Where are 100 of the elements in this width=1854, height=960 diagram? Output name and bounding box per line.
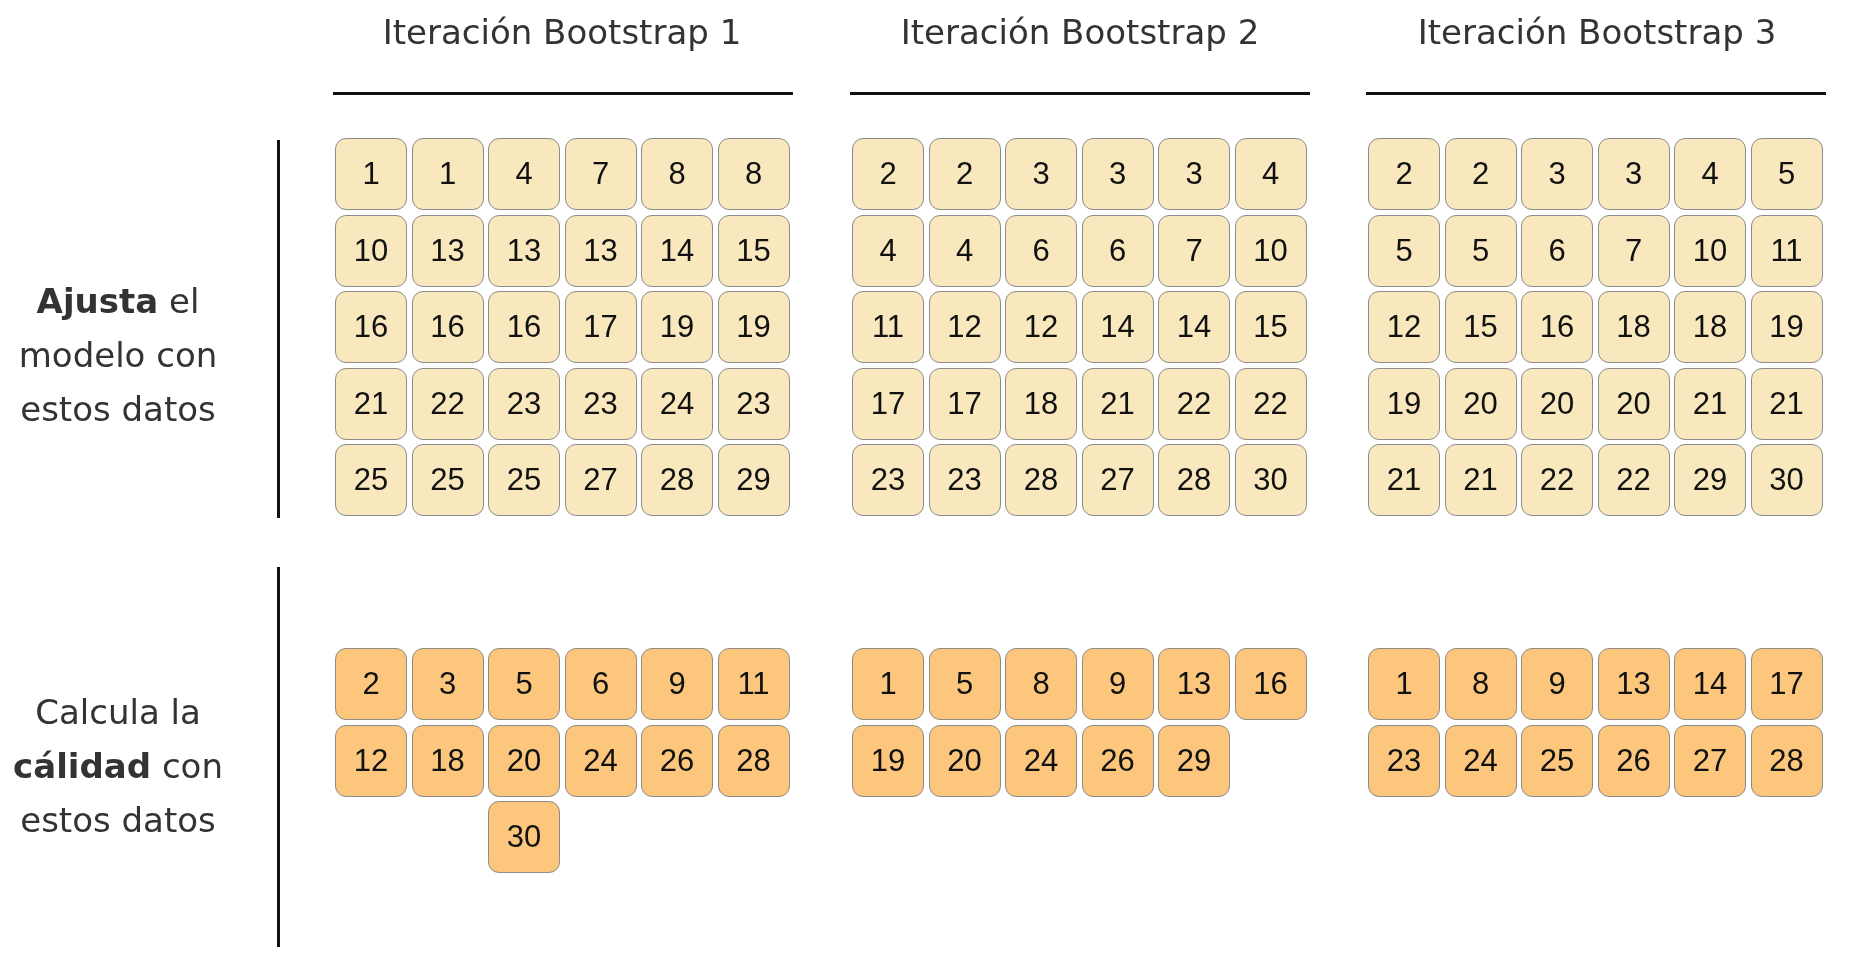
number-tile: 12 [1368, 291, 1440, 363]
number-tile: 17 [852, 367, 924, 440]
number-tile: 30 [1750, 444, 1823, 516]
number-tile: 2 [928, 138, 1001, 210]
number-tile: 11 [1750, 214, 1823, 287]
number-tile: 27 [1081, 444, 1154, 516]
number-tile: 1 [1368, 648, 1440, 720]
number-tile: 13 [1158, 648, 1230, 720]
number-tile: 5 [1368, 214, 1440, 287]
number-tile: 29 [1158, 724, 1230, 797]
number-tile: 11 [717, 648, 790, 720]
number-tile: 4 [928, 214, 1001, 287]
number-tile: 22 [1234, 367, 1307, 440]
number-tile: 5 [488, 648, 560, 720]
number-tile: 2 [1368, 138, 1440, 210]
number-tile: 4 [488, 138, 560, 210]
number-tile: 25 [1521, 724, 1593, 797]
number-tile: 19 [1368, 367, 1440, 440]
number-tile: 24 [1444, 724, 1517, 797]
number-tile: 7 [1597, 214, 1670, 287]
number-tile: 20 [488, 724, 560, 797]
number-tile: 7 [564, 138, 637, 210]
number-tile: 27 [1674, 724, 1746, 797]
number-tile: 28 [1158, 444, 1230, 516]
number-tile: 24 [564, 724, 637, 797]
number-tile: 19 [1750, 291, 1823, 363]
number-tile: 8 [1005, 648, 1077, 720]
number-tile: 13 [564, 214, 637, 287]
number-tile: 7 [1158, 214, 1230, 287]
number-tile: 14 [1158, 291, 1230, 363]
number-tile: 11 [852, 291, 924, 363]
number-tile: 6 [564, 648, 637, 720]
number-tile: 8 [1444, 648, 1517, 720]
number-tile: 8 [641, 138, 713, 210]
number-tile: 6 [1005, 214, 1077, 287]
number-tile: 22 [1521, 444, 1593, 516]
number-tile: 30 [488, 801, 560, 873]
number-tile: 28 [717, 724, 790, 797]
number-tile: 14 [1674, 648, 1746, 720]
number-tile: 19 [717, 291, 790, 363]
number-tile: 14 [1081, 291, 1154, 363]
number-tile: 20 [1597, 367, 1670, 440]
number-tile: 23 [928, 444, 1001, 516]
number-tile: 20 [1521, 367, 1593, 440]
number-tile: 24 [1005, 724, 1077, 797]
number-tile: 8 [717, 138, 790, 210]
number-tile: 16 [1234, 648, 1307, 720]
number-tile: 20 [1444, 367, 1517, 440]
number-tile: 30 [1234, 444, 1307, 516]
number-tile: 16 [488, 291, 560, 363]
number-tile: 21 [1750, 367, 1823, 440]
number-tile: 15 [1444, 291, 1517, 363]
number-tile: 3 [1158, 138, 1230, 210]
number-tile: 28 [1750, 724, 1823, 797]
number-tile: 9 [641, 648, 713, 720]
number-tile: 20 [928, 724, 1001, 797]
number-tile: 24 [641, 367, 713, 440]
number-tile: 2 [852, 138, 924, 210]
number-tile: 23 [717, 367, 790, 440]
number-tile: 13 [488, 214, 560, 287]
number-tile: 18 [1674, 291, 1746, 363]
number-tile: 17 [564, 291, 637, 363]
number-tile: 18 [1597, 291, 1670, 363]
number-tile: 23 [852, 444, 924, 516]
column-heading: Iteración Bootstrap 1 [382, 12, 742, 52]
number-tile: 3 [1081, 138, 1154, 210]
row-label: Ajusta el modelo con estos datos [17, 280, 219, 431]
number-tile: 27 [564, 444, 637, 516]
number-tile: 3 [1005, 138, 1077, 210]
number-tile: 22 [411, 367, 484, 440]
number-tile: 2 [1444, 138, 1517, 210]
number-tile: 16 [1521, 291, 1593, 363]
number-tile: 1 [411, 138, 484, 210]
number-tile: 18 [411, 724, 484, 797]
number-tile: 9 [1521, 648, 1593, 720]
number-tile: 21 [1444, 444, 1517, 516]
number-tile: 21 [335, 367, 407, 440]
number-tile: 29 [717, 444, 790, 516]
number-tile: 22 [1158, 367, 1230, 440]
number-tile: 10 [1674, 214, 1746, 287]
number-tile: 12 [335, 724, 407, 797]
number-tile: 22 [1597, 444, 1670, 516]
number-tile: 5 [1444, 214, 1517, 287]
column-heading: Iteración Bootstrap 2 [900, 12, 1260, 52]
number-tile: 16 [411, 291, 484, 363]
column-heading: Iteración Bootstrap 3 [1417, 12, 1777, 52]
number-tile: 19 [852, 724, 924, 797]
number-tile: 28 [1005, 444, 1077, 516]
number-tile: 6 [1081, 214, 1154, 287]
number-tile: 3 [1597, 138, 1670, 210]
number-tile: 4 [1234, 138, 1307, 210]
number-tile: 12 [928, 291, 1001, 363]
number-tile: 9 [1081, 648, 1154, 720]
number-tile: 28 [641, 444, 713, 516]
number-tile: 1 [852, 648, 924, 720]
number-tile: 12 [1005, 291, 1077, 363]
number-tile: 21 [1081, 367, 1154, 440]
number-tile: 21 [1674, 367, 1746, 440]
number-tile: 15 [717, 214, 790, 287]
number-tile: 29 [1674, 444, 1746, 516]
